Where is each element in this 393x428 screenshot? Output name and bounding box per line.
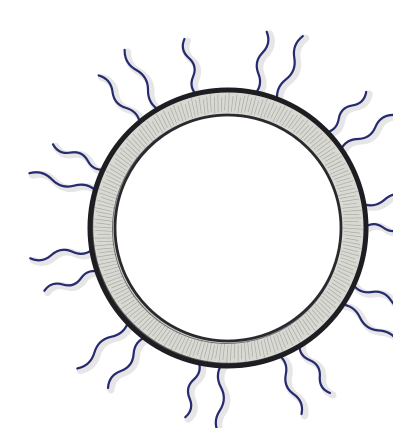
filament-shadow [355, 285, 393, 311]
filament-shadow [344, 306, 393, 345]
ring-body [90, 90, 366, 366]
ring-inner-outline [115, 115, 341, 341]
filament-shadow [102, 77, 143, 126]
filament-shadow [302, 346, 333, 395]
filament-shadow [56, 146, 108, 171]
filament-shadow [32, 174, 100, 194]
filament-shadow [128, 52, 163, 113]
